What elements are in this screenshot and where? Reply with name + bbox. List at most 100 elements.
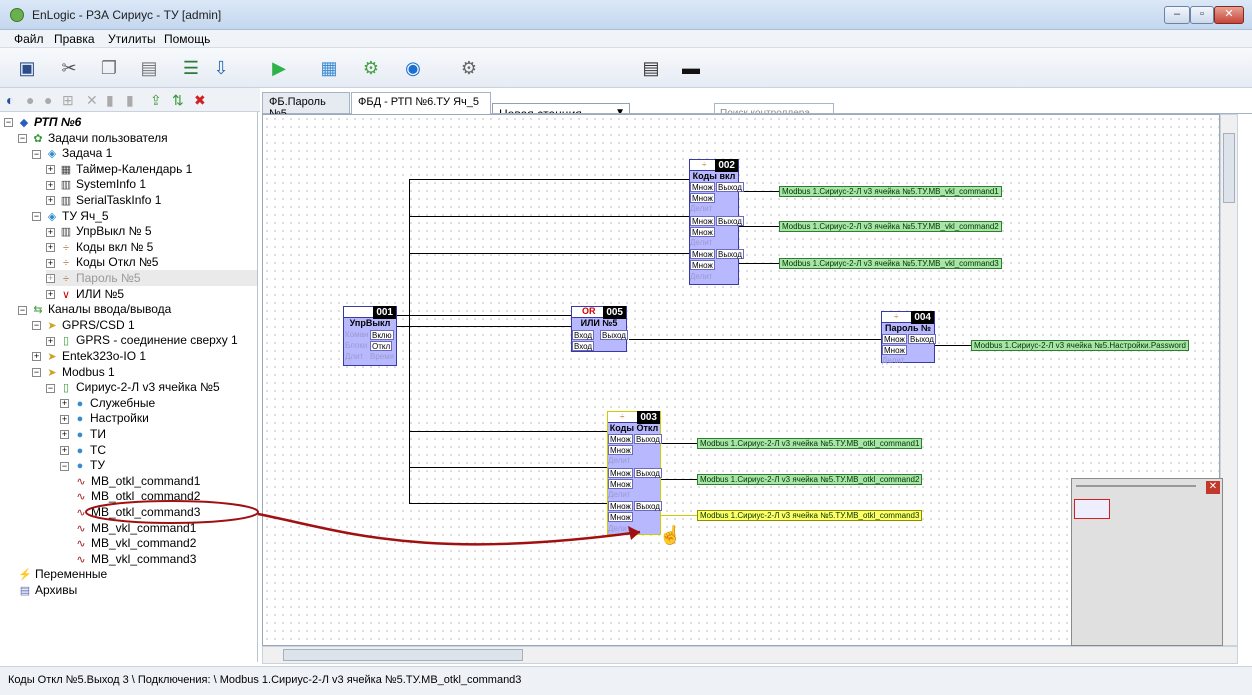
zoom-slider[interactable] — [1076, 485, 1196, 487]
pin-output[interactable]: Откл — [370, 341, 393, 351]
tree-node[interactable]: +▥УпрВыкл № 5 — [46, 223, 152, 239]
tree-node[interactable]: −▯Сириус-2-Л v3 ячейка №5 — [46, 379, 220, 395]
pin-input[interactable]: Множ — [690, 226, 715, 237]
scroll-thumb[interactable] — [283, 649, 523, 661]
terminal-icon[interactable]: ▬ — [682, 58, 700, 78]
add-child-icon[interactable]: ● — [44, 92, 53, 108]
properties-icon[interactable]: ⊞ — [62, 92, 74, 108]
expand-toggle-icon[interactable]: + — [46, 195, 55, 206]
vertical-scrollbar[interactable] — [1220, 114, 1238, 646]
pin-output[interactable]: Выход — [634, 434, 662, 444]
paste-icon[interactable]: ▤ — [140, 58, 158, 78]
maximize-button[interactable]: ▫ — [1190, 6, 1214, 24]
minimap-panel[interactable]: ✕ — [1071, 478, 1223, 646]
close-button[interactable]: ✕ — [1214, 6, 1244, 24]
pin-input[interactable]: Вход — [572, 330, 595, 340]
add-icon[interactable]: ● — [26, 92, 35, 108]
tree-node[interactable]: +▯GPRS - соединение сверху 1 — [46, 332, 238, 348]
tree-node[interactable]: −●ТУ — [60, 457, 105, 473]
tree-node[interactable]: +÷Пароль №5 — [46, 270, 257, 286]
import-icon[interactable]: ⇅ — [172, 92, 184, 108]
expand-toggle-icon[interactable]: − — [32, 366, 41, 377]
pin-input[interactable]: Множ — [608, 467, 633, 478]
close-icon[interactable]: ✕ — [1206, 481, 1220, 494]
copy-node-icon[interactable]: ▮ — [106, 92, 114, 108]
tree-node[interactable]: ⚡Переменные — [18, 566, 107, 582]
expand-toggle-icon[interactable]: − — [18, 132, 27, 143]
pin-output[interactable]: Выход — [600, 330, 628, 340]
step-icon[interactable]: ◉ — [405, 58, 421, 78]
output-label-otkl1[interactable]: Modbus 1.Сириус-2-Л v3 ячейка №5.ТУ.MB_o… — [697, 438, 923, 449]
export-icon[interactable]: ⇪ — [150, 92, 162, 108]
pin-input[interactable]: Делит — [608, 490, 631, 499]
tree-node[interactable]: +●Настройки — [60, 410, 149, 426]
menu-edit[interactable]: Правка — [54, 32, 95, 46]
pin-output[interactable]: Выход — [716, 215, 744, 226]
tree-node[interactable]: −➤GPRS/CSD 1 — [32, 317, 135, 333]
output-label-password[interactable]: Modbus 1.Сириус-2-Л v3 ячейка №5.Настрой… — [971, 340, 1189, 351]
expand-toggle-icon[interactable]: + — [60, 413, 69, 424]
paste-node-icon[interactable]: ▮ — [126, 92, 134, 108]
pin-input[interactable]: Делит — [608, 523, 631, 533]
tab-fbd[interactable]: ФБД - РТП №6.ТУ Яч_5 — [351, 92, 491, 114]
expand-toggle-icon[interactable]: + — [46, 335, 55, 346]
output-label-otkl2[interactable]: Modbus 1.Сириус-2-Л v3 ячейка №5.ТУ.MB_o… — [697, 474, 923, 485]
pin-input[interactable]: Множ — [608, 478, 633, 489]
pin-output[interactable]: Выход — [908, 334, 936, 344]
tree-node[interactable]: +÷Коды Откл №5 — [46, 254, 158, 270]
pin-input[interactable]: Коман — [345, 330, 369, 339]
pin-output[interactable]: Выход — [716, 182, 744, 192]
pin-input[interactable]: Делит — [608, 456, 631, 466]
fbd-canvas[interactable]: 001 УпрВыкл Коман Вклю Блоки Откл Длит В… — [262, 114, 1220, 646]
pin-input[interactable]: Делит — [882, 356, 905, 366]
tree-node[interactable]: +●ТИ — [60, 426, 106, 442]
expand-toggle-icon[interactable]: + — [46, 257, 55, 268]
pin-input[interactable]: Множ — [690, 249, 715, 260]
pin-input[interactable]: Множ — [690, 193, 715, 204]
pin-output[interactable]: Вклю — [370, 330, 394, 340]
download-icon[interactable]: ⇩ — [213, 58, 229, 78]
pin-input[interactable]: Блоки — [345, 341, 368, 350]
list-icon[interactable]: ☰ — [182, 58, 200, 78]
expand-toggle-icon[interactable]: + — [32, 351, 41, 362]
pin-input[interactable]: Множ — [608, 501, 633, 512]
pin-output[interactable]: Выход — [634, 467, 662, 478]
run-icon[interactable]: ▶ — [272, 58, 286, 78]
menu-help[interactable]: Помощь — [164, 32, 211, 46]
refresh-icon[interactable]: ◐ — [6, 92, 15, 108]
expand-toggle-icon[interactable]: − — [32, 148, 41, 159]
tree-node[interactable]: −◈ТУ Яч_5 — [32, 208, 109, 224]
tree-node[interactable]: +●Служебные — [60, 395, 155, 411]
pin-output[interactable]: Время — [370, 352, 395, 361]
tree-node[interactable]: −⇆Каналы ввода/вывода — [18, 301, 171, 317]
pin-input[interactable]: Множ — [882, 334, 907, 344]
tree-node[interactable]: ▤Архивы — [18, 582, 77, 598]
expand-toggle-icon[interactable]: + — [46, 179, 55, 190]
cut-icon[interactable]: ✂ — [61, 58, 77, 78]
tree-node[interactable]: +÷Коды вкл № 5 — [46, 239, 153, 255]
menu-utilities[interactable]: Утилиты — [108, 32, 156, 46]
tree-node[interactable]: ∿MB_vkl_command2 — [74, 535, 196, 551]
connect-icon[interactable]: ⚙ — [362, 58, 380, 78]
output-label-vkl1[interactable]: Modbus 1.Сириус-2-Л v3 ячейка №5.ТУ.MB_v… — [779, 186, 1002, 197]
expand-toggle-icon[interactable]: − — [32, 320, 41, 331]
menu-file[interactable]: Файл — [14, 32, 44, 46]
pin-input[interactable]: Множ — [882, 345, 907, 356]
expand-toggle-icon[interactable]: + — [60, 429, 69, 440]
tree-node[interactable]: +∨ИЛИ №5 — [46, 286, 124, 302]
output-label-otkl3[interactable]: Modbus 1.Сириус-2-Л v3 ячейка №5.ТУ.MB_o… — [697, 510, 923, 521]
expand-toggle-icon[interactable]: − — [60, 460, 69, 471]
tree-node[interactable]: ∿MB_otkl_command3 — [74, 504, 200, 520]
pin-input[interactable]: Длит — [345, 352, 364, 361]
expand-toggle-icon[interactable]: − — [32, 210, 41, 221]
pin-input[interactable]: Множ — [608, 434, 633, 444]
tree-node[interactable]: ∿MB_otkl_command1 — [74, 473, 200, 489]
tree-node[interactable]: −✿Задачи пользователя — [18, 130, 168, 146]
expand-toggle-icon[interactable]: − — [18, 304, 27, 315]
document-icon[interactable]: ▤ — [642, 58, 660, 78]
pin-input[interactable]: Множ — [690, 260, 715, 271]
pin-input[interactable]: Множ — [608, 512, 633, 523]
block-upr-vykl[interactable]: 001 УпрВыкл Коман Вклю Блоки Откл Длит В… — [343, 306, 397, 366]
